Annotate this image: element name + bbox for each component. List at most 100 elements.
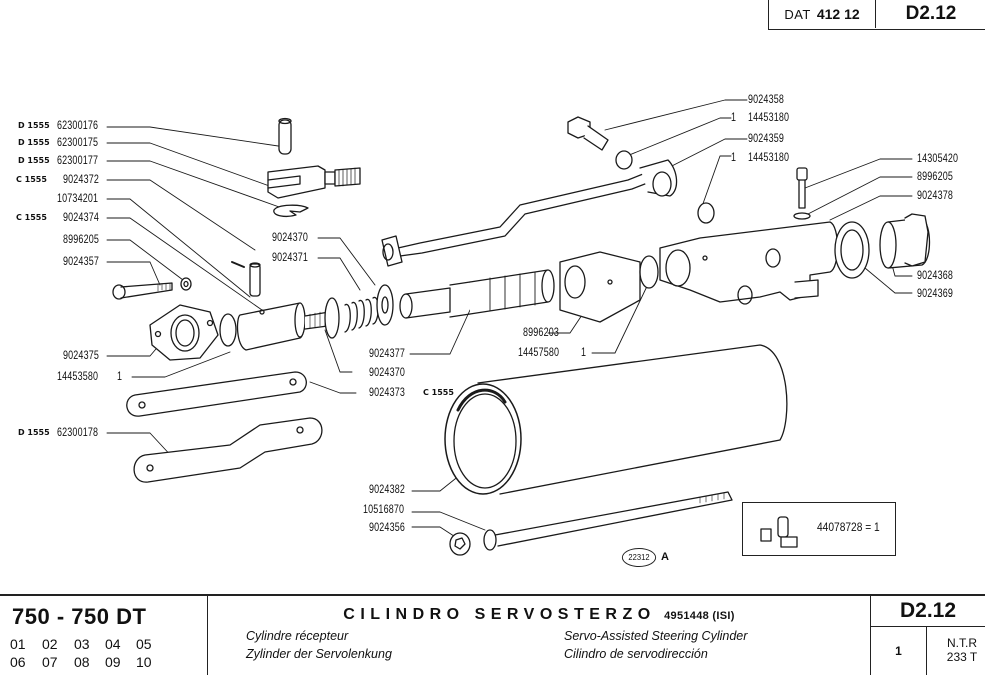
model-name: 750 - 750 DT [12, 604, 147, 629]
variant-code: 07 [42, 654, 58, 670]
copper-washer-a-part [615, 150, 633, 170]
part-prefix: D 1555 [18, 156, 50, 165]
ntr-line-1: N.T.R [947, 636, 977, 650]
part-title: CILINDRO SERVOSTERZO 4951448 (ISI) [208, 606, 870, 624]
header-reference-box: DAT 412 12 D2.12 [768, 0, 985, 30]
variant-code: 01 [10, 636, 26, 652]
ntr-reference: N.T.R 233 T [927, 636, 985, 664]
part-number-label: 9024374 [63, 212, 100, 224]
part-number-label: 62300176 [57, 120, 99, 132]
part-number-label: 8996205 [917, 171, 954, 183]
drawing-reference-letter: A [661, 551, 669, 563]
part-number-label: 62300177 [57, 155, 99, 167]
o-ring-right-part [639, 255, 659, 289]
title-block: 750 - 750 DT 01 02 03 04 05 06 07 08 09 … [0, 594, 985, 675]
description-cell: CILINDRO SERVOSTERZO 4951448 (ISI) Cylin… [208, 596, 871, 675]
part-prefix: D 1555 [18, 121, 50, 130]
part-number-label: 9024377 [369, 348, 406, 360]
part-number-label: 9024371 [272, 252, 309, 264]
part-prefix: D 1555 [18, 138, 50, 147]
part-number-label: 9024378 [917, 190, 954, 202]
repair-kit-box: 44078728 = 1 [742, 502, 896, 556]
part-number-label: 9024370 [272, 232, 309, 244]
pin-9024372-part [249, 262, 261, 297]
flange-part [149, 304, 219, 361]
variant-code: 06 [10, 654, 26, 670]
exploded-parts-diagram [106, 99, 931, 556]
dat-number: 412 12 [816, 6, 860, 22]
part-number-label: 9024370 [369, 367, 406, 379]
part-number-label: 9024375 [63, 350, 100, 362]
drawing-reference-tag: 22312 [621, 548, 657, 567]
link-plate-part [126, 371, 307, 417]
cylinder-tube-part [444, 344, 788, 495]
part-number-label: 9024372 [63, 174, 100, 186]
repair-kit-icon [760, 516, 798, 548]
part-number-label: 9024382 [369, 484, 406, 496]
part-number-label: 9024359 [748, 133, 785, 145]
gland-block-part [559, 251, 641, 323]
model-cell: 750 - 750 DT 01 02 03 04 05 06 07 08 09 … [0, 596, 208, 675]
end-cap-part [879, 213, 931, 269]
header-sheet-code: D2.12 [905, 3, 957, 24]
screw-right-part [793, 167, 811, 220]
subtitle-german: Zylinder der Servolenkung [246, 647, 392, 661]
circlip-part [273, 204, 309, 217]
pin-part [278, 117, 292, 155]
spring-assembly-part [324, 284, 394, 339]
part-number-label: 9024369 [917, 288, 954, 300]
part-prefix: C 1555 [16, 213, 47, 222]
clevis-fork-part [267, 165, 361, 199]
quantity-label: 1 [731, 112, 737, 124]
part-prefix: D 1555 [18, 428, 50, 437]
pipe-part [381, 159, 678, 267]
part-number-label: 10516870 [363, 504, 405, 516]
part-number-label: 8996203 [523, 327, 560, 339]
part-number-label: 9024373 [369, 387, 406, 399]
part-number-label: 9024358 [748, 94, 785, 106]
variant-code: 05 [136, 636, 152, 652]
subtitle-english: Servo-Assisted Steering Cylinder [564, 629, 748, 643]
variant-code: 03 [74, 636, 90, 652]
footer-sheet-code: D2.12 [871, 596, 985, 627]
banjo-bolt-part [567, 116, 609, 151]
piston-part [399, 269, 555, 319]
part-number-label: 10734201 [57, 193, 99, 205]
leader-lines-left [106, 126, 286, 461]
sheet-cell: D2.12 1 N.T.R 233 T [871, 596, 985, 675]
part-number-label: 14457580 [518, 347, 560, 359]
part-number-label: 14453180 [748, 152, 790, 164]
part-prefix: C 1555 [16, 175, 47, 184]
tie-rod-part [449, 491, 733, 556]
subtitle-french: Cylindre récepteur [246, 629, 349, 643]
part-number-label: 14305420 [917, 153, 959, 165]
part-number-label: 62300175 [57, 137, 99, 149]
part-prefix: C 1555 [423, 388, 454, 397]
spring-pin-part [231, 261, 245, 268]
part-number-label: 62300178 [57, 427, 99, 439]
part-number-label: 9024368 [917, 270, 954, 282]
seal-ring-part [834, 221, 870, 279]
dat-reference: DAT 412 12 [769, 0, 876, 28]
ntr-line-2: 233 T [946, 650, 978, 664]
part-number-label: 9024357 [63, 256, 100, 268]
subtitle-spanish: Cilindro de servodirección [564, 647, 708, 661]
quantity-label: 1 [117, 371, 123, 383]
cranked-lever-part [133, 417, 323, 483]
sheet-number: 1 [871, 627, 927, 675]
quantity-label: 1 [731, 152, 737, 164]
variant-code: 08 [74, 654, 90, 670]
rod-end-part [236, 302, 336, 351]
o-ring-left-part [219, 313, 237, 347]
part-title-code: 4951448 (ISI) [664, 610, 735, 622]
cylinder-head-part [659, 221, 839, 305]
variant-code: 10 [136, 654, 152, 670]
screw-part [112, 282, 173, 300]
part-number-label: 8996205 [63, 234, 100, 246]
leader-lines-right [604, 99, 913, 294]
part-number-label: 14453180 [748, 112, 790, 124]
part-number-label: 14453580 [57, 371, 99, 383]
washer-left-part [180, 277, 192, 291]
variant-code: 04 [105, 636, 121, 652]
part-title-main: CILINDRO SERVOSTERZO [343, 606, 656, 623]
